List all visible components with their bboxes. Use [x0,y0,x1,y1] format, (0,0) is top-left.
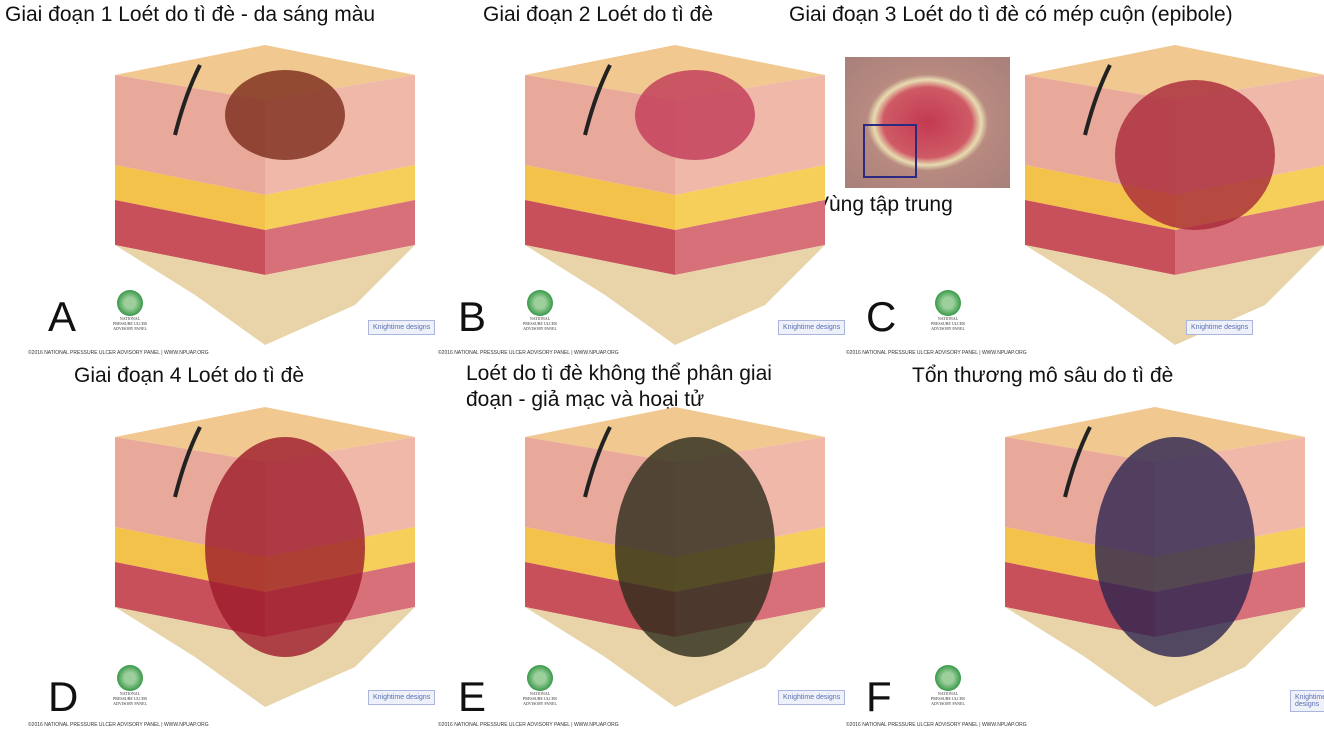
wound-area [205,437,365,657]
wound-area [225,70,345,160]
panel-letter-a: A [48,293,77,340]
wound-area [635,70,755,160]
hair [583,426,612,498]
npuap-logo: NATIONAL PRESSURE ULCER ADVISORY PANEL [928,290,968,331]
panel-letter-b: B [458,293,487,340]
wound-area [1095,437,1255,657]
panel-letter-e: E [458,673,487,720]
bone-base [115,245,415,345]
copyright-text: ©2016 NATIONAL PRESSURE ULCER ADVISORY P… [846,722,1027,728]
title-d: Giai đoạn 4 Loét do tì đè [74,364,305,387]
muscle-right [265,200,415,275]
fat-left [115,165,265,230]
npuap-logo: NATIONAL PRESSURE ULCER ADVISORY PANEL [520,290,560,331]
npuap-logo: NATIONAL PRESSURE ULCER ADVISORY PANEL [520,665,560,706]
knightime-designs-logo: Knightime designs [778,320,846,335]
fat-right [265,165,415,230]
skin-cross-section-e [515,407,835,717]
muscle-left [115,200,265,275]
fat-left [525,165,675,230]
knightime-designs-logo: Knightime designs [1186,320,1254,335]
fat-left [1025,165,1175,230]
knightime-designs-logo: Knightime designs [1290,690,1324,712]
focus-area-box [863,124,917,178]
copyright-text: ©2016 NATIONAL PRESSURE ULCER ADVISORY P… [28,722,209,728]
npuap-logo: NATIONAL PRESSURE ULCER ADVISORY PANEL [110,665,150,706]
hair [173,64,202,136]
npuap-logo: NATIONAL PRESSURE ULCER ADVISORY PANEL [110,290,150,331]
knightime-designs-logo: Knightime designs [368,320,436,335]
muscle-left [1025,200,1175,275]
skin-cross-section-f [995,407,1315,717]
title-f: Tổn thương mô sâu do tì đè [912,364,1174,387]
fat-right [675,165,825,230]
panel-letter-d: D [48,673,79,720]
muscle-right [1175,200,1324,275]
panel-letter-f: F [866,673,892,720]
panel-letter-c: C [866,293,897,340]
copyright-text: ©2016 NATIONAL PRESSURE ULCER ADVISORY P… [438,350,619,356]
hair [173,426,202,498]
title-e-line2: đoạn - giả mạc và hoại tử [466,388,705,411]
hair [583,64,612,136]
npuap-logo: NATIONAL PRESSURE ULCER ADVISORY PANEL [928,665,968,706]
title-c: Giai đoạn 3 Loét do tì đè có mép cuộn (e… [789,3,1233,26]
title-e-line1: Loét do tì đè không thể phân giai [466,362,772,385]
muscle-left [525,200,675,275]
title-b: Giai đoạn 2 Loét do tì đè [483,3,714,26]
copyright-text: ©2016 NATIONAL PRESSURE ULCER ADVISORY P… [28,350,209,356]
photo-caption: Vùng tập trung [815,193,953,216]
hair [1063,426,1092,498]
bone-base [115,607,415,707]
wound-area [1115,80,1275,230]
bone-base [1005,607,1305,707]
skin-cross-section-b [515,45,835,355]
muscle-right [675,200,825,275]
knightime-designs-logo: Knightime designs [368,690,436,705]
wound-area [615,437,775,657]
knightime-designs-logo: Knightime designs [778,690,846,705]
skin-cross-section-d [105,407,425,717]
wound-photo [845,57,1010,188]
bone-base [1025,245,1324,345]
skin-cross-section-a [105,45,425,355]
copyright-text: ©2016 NATIONAL PRESSURE ULCER ADVISORY P… [846,350,1027,356]
title-a: Giai đoạn 1 Loét do tì đè - da sáng màu [5,3,376,26]
bone-base [525,607,825,707]
hair [1083,64,1112,136]
bone-base [525,245,825,345]
skin-cross-section-c [1015,45,1324,355]
copyright-text: ©2016 NATIONAL PRESSURE ULCER ADVISORY P… [438,722,619,728]
